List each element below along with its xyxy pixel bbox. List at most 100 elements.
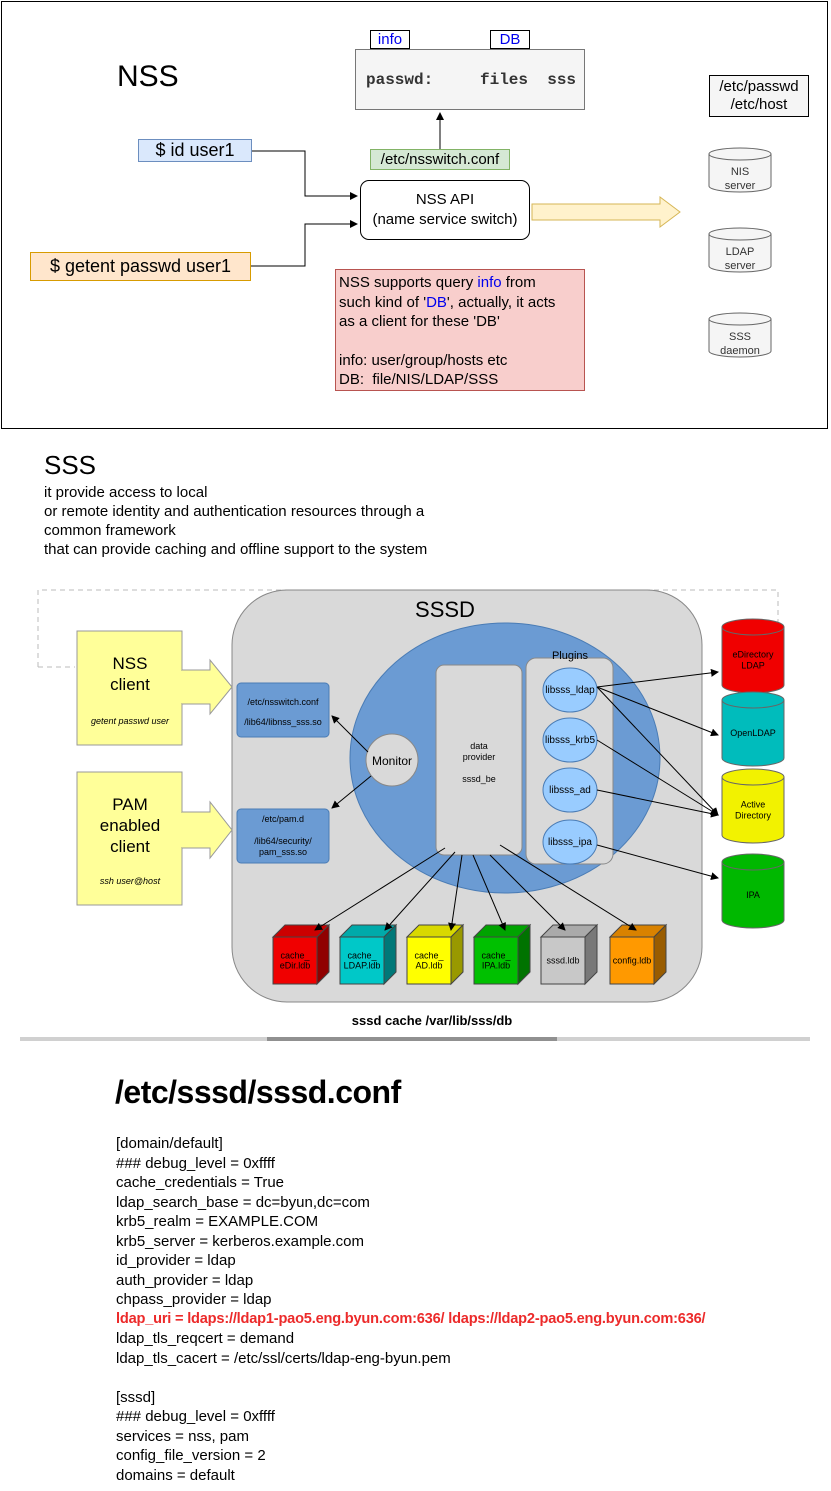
backend-label: eDirectory (732, 650, 774, 660)
conf-line: chpass_provider = ldap (116, 1291, 272, 1308)
plugin-label: libsss_ipa (548, 837, 592, 848)
nss-module-label-1: /etc/nsswitch.conf (247, 697, 319, 707)
provider-to-cache-arrow (499, 844, 637, 931)
conf-line: krb5_server = kerberos.example.com (116, 1232, 365, 1250)
pam-module-label-3: pam_sss.so (259, 847, 307, 857)
backend-cylinder: OpenLDAP (721, 691, 785, 767)
cache-label: AD.ldb (415, 961, 442, 971)
cache-label: cache_ (347, 951, 377, 961)
provider-to-cache-arrow (314, 847, 446, 931)
note-db-word: DB (426, 293, 447, 311)
nss-client-label-2: client (110, 675, 150, 694)
nss-api-box: NSS API (name service switch) (360, 180, 530, 240)
note-info-word: info (477, 274, 502, 291)
ldap-server-cylinder (708, 227, 772, 273)
nis-label-1: NIS (731, 166, 749, 178)
plugins-title: Plugins (552, 650, 589, 662)
note-line2-a: such kind of ' (339, 293, 427, 311)
monitor-label: Monitor (372, 754, 412, 768)
cmd-getent-passwd: $ getent passwd user1 (30, 252, 251, 281)
conf-line: ldap_search_base = dc=byun,dc=com (116, 1193, 370, 1211)
cache-cube: cache_LDAP.ldb (338, 923, 398, 986)
conf-line: ldap_tls_cacert = /etc/ssl/certs/ldap-en… (116, 1349, 451, 1367)
cache-label: cache_ (280, 951, 310, 961)
pam-module-label-1: /etc/pam.d (262, 814, 304, 824)
etc-passwd-label: /etc/passwd (719, 78, 799, 95)
cache-cube: sssd.ldb (539, 923, 599, 986)
passwd-label: passwd: (366, 71, 434, 89)
nss-client-sub: getent passwd user (91, 716, 170, 726)
sss-label-2: daemon (720, 345, 760, 357)
cache-cube: cache_eDir.ldb (271, 923, 331, 986)
plugin-libsss-krb5: libsss_krb5 (542, 717, 598, 763)
provider-to-cache-arrow (448, 854, 463, 931)
note-line1-c: from (501, 274, 536, 291)
sssd-architecture-diagram: SSSD NSS client getent passwd user PAM e… (37, 589, 785, 1028)
sssd-title: SSSD (415, 597, 475, 622)
note-line2-c: ', actually, it acts (446, 293, 556, 311)
db-tag: DB (490, 30, 530, 49)
nis-server-cylinder (708, 147, 772, 193)
pam-client-label-1: PAM (112, 795, 148, 814)
nsswitch-conf-label: /etc/nsswitch.conf (370, 149, 510, 170)
connector-getent-to-api (251, 220, 358, 267)
cache-label: LDAP.ldb (344, 961, 381, 971)
plugin-label: libsss_ldap (545, 685, 595, 696)
cmd-id-user: $ id user1 (138, 139, 252, 162)
monitor-circle (365, 733, 419, 787)
scrollbar-thumb[interactable] (267, 1037, 557, 1041)
plugin-arrows (596, 668, 719, 881)
sss-desc-line: common framework (44, 522, 176, 539)
conf-ldap-uri-line: ldap_uri = ldaps://ldap1-pao5.eng.byun.c… (116, 1310, 706, 1327)
monitor-to-pam-arrow (331, 775, 372, 809)
cache-label: IPA.ldb (482, 961, 510, 971)
provider-to-cache-arrow (472, 854, 506, 931)
pam-client-sub: ssh user@host (100, 876, 161, 886)
conf-line: [sssd] (116, 1388, 156, 1406)
sss-title: SSS (44, 450, 97, 480)
sss-desc-line: it provide access to local (44, 484, 208, 501)
nss-to-backends-arrow (531, 196, 681, 228)
etc-files-box: /etc/passwd /etc/host (709, 75, 809, 117)
conf-line: services = nss, pam (116, 1427, 249, 1445)
passwd-sources: files sss (480, 71, 577, 89)
connector-id-to-api (252, 150, 358, 200)
backend-cylinder: IPA (721, 853, 785, 929)
pam-client-box (76, 771, 233, 906)
pam-module-label-2: /lib64/security/ (254, 836, 312, 846)
nss-note-box: NSS supports query info from such kind o… (335, 269, 585, 391)
plugin-label: libsss_ad (549, 785, 591, 796)
nss-client-box (76, 630, 233, 746)
conf-line: ldap_tls_reqcert = demand (116, 1330, 295, 1347)
cache-cube: config.ldb (608, 923, 668, 986)
conf-line: krb5_realm = EXAMPLE.COM (116, 1213, 319, 1230)
sss-daemon-cylinder (708, 312, 772, 358)
conf-line: domains = default (116, 1466, 235, 1484)
data-provider-label-3: sssd_be (462, 774, 496, 784)
cache-label: config.ldb (613, 956, 652, 966)
sss-label-1: SSS (729, 331, 751, 343)
monitor-to-nss-arrow (331, 715, 369, 753)
pam-module-box (236, 808, 330, 864)
plugin-label: libsss_krb5 (545, 735, 595, 746)
pam-client-label-2: enabled (100, 816, 161, 835)
info-tag: info (370, 30, 410, 49)
backend-label: LDAP (741, 661, 765, 671)
plugin-libsss-ad: libsss_ad (542, 767, 598, 813)
cache-arrows (314, 844, 637, 931)
plugins-group: libsss_ldap libsss_krb5 libsss_ad libsss_ip… (542, 667, 598, 865)
nis-label-2: server (725, 180, 756, 192)
nss-connectors: NIS server LDAP server SSS daemon (251, 112, 772, 358)
cache-label: sssd.ldb (546, 956, 579, 966)
nss-diagram-frame (1, 1, 828, 429)
cache-label: eDir.ldb (280, 961, 311, 971)
plugin-libsss-ldap: libsss_ldap (542, 667, 598, 713)
cache-label: cache_ (481, 951, 511, 961)
conf-line: ### debug_level = 0xffff (116, 1408, 275, 1425)
nsswitch-passwd-box: passwd: files sss (355, 49, 585, 110)
plugin-libsss-ipa: libsss_ipa (542, 819, 598, 865)
data-provider-label-1: data (470, 741, 488, 751)
nss-api-title: NSS API (415, 191, 475, 208)
